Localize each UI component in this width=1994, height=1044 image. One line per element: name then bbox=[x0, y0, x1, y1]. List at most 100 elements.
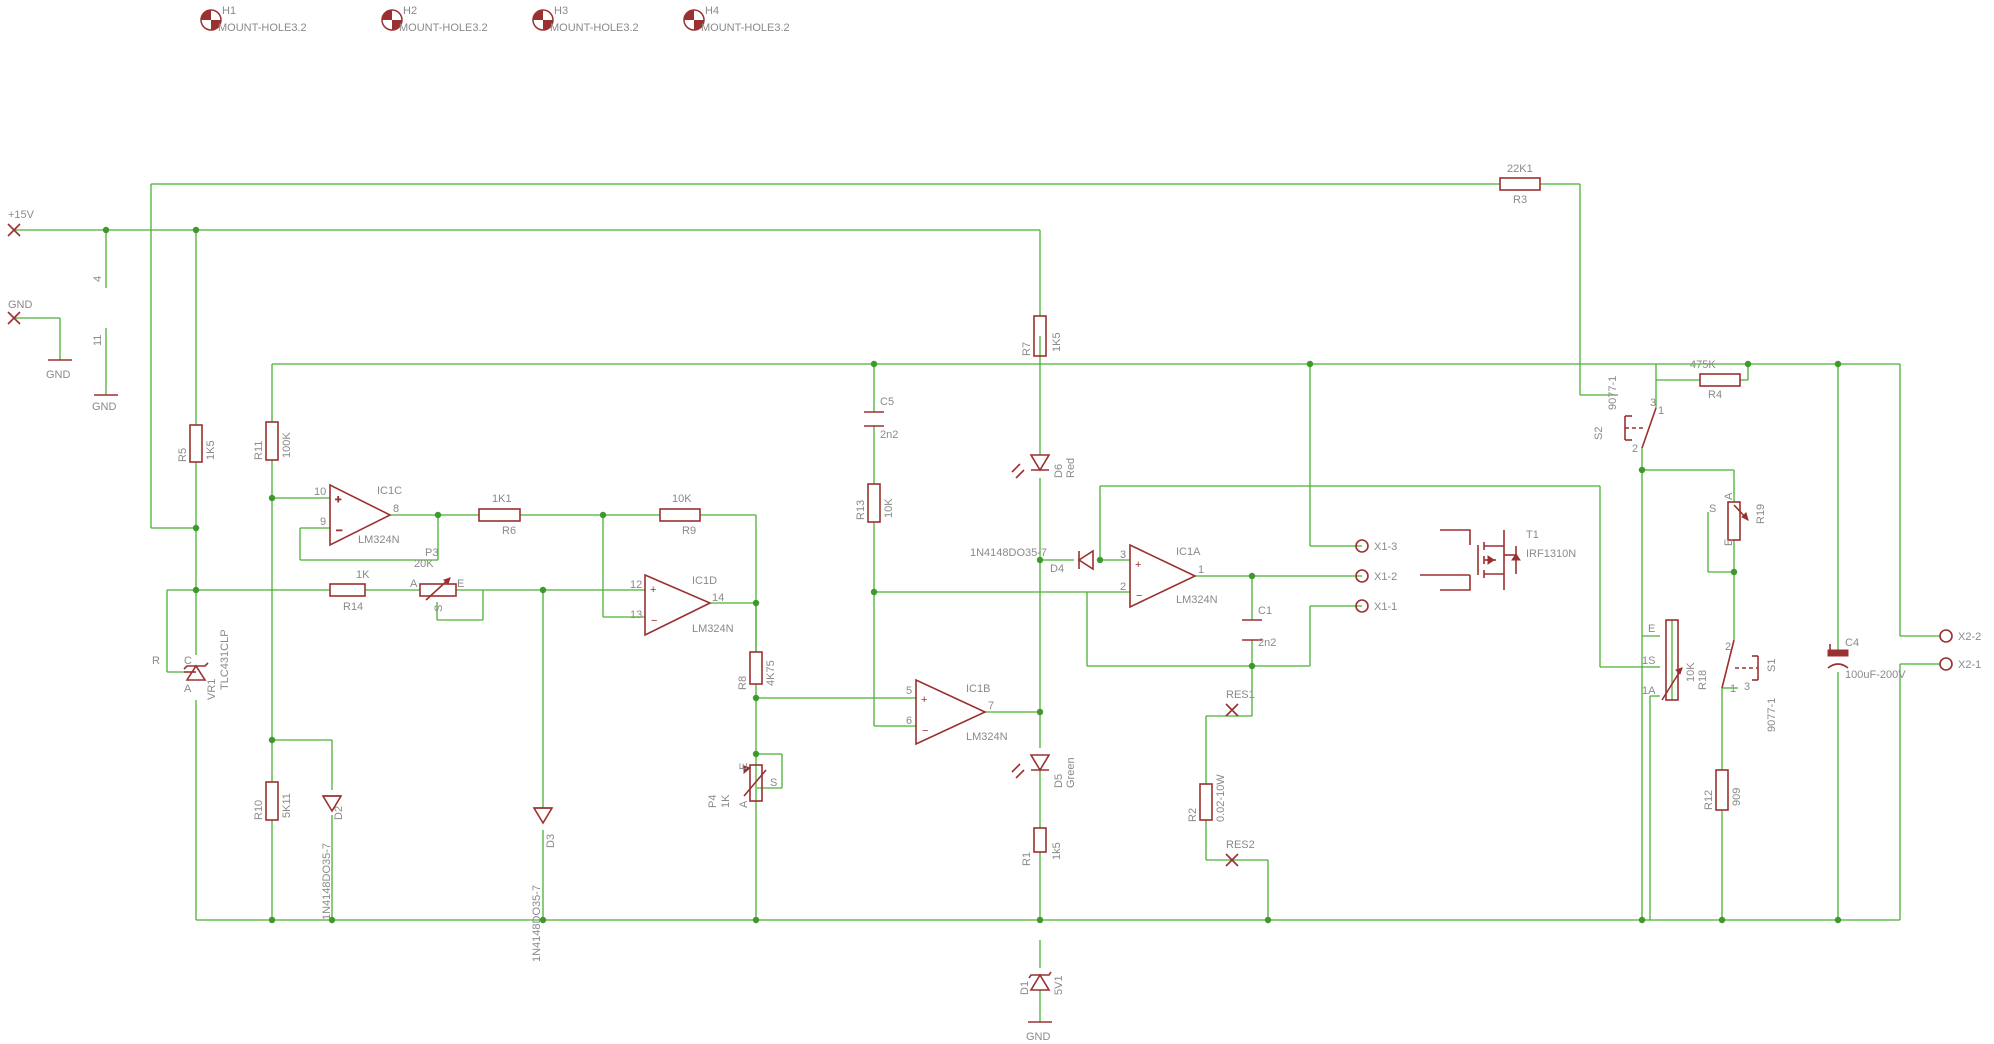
d5-ref: D5 bbox=[1053, 774, 1065, 788]
ic1b-pin-out: 7 bbox=[988, 700, 994, 712]
d1-gnd-label: GND bbox=[1026, 1031, 1051, 1043]
h3-ref: H3 bbox=[554, 5, 568, 17]
r11-value: 100K bbox=[281, 432, 293, 458]
r10-value: 5K11 bbox=[281, 793, 293, 818]
r11-ref: R11 bbox=[253, 441, 265, 460]
r18-pin-e: E bbox=[1648, 623, 1655, 635]
t1-value: IRF1310N bbox=[1526, 548, 1576, 560]
ic1d-ref: IC1D bbox=[692, 575, 717, 587]
supply-pins: 4 11 GND bbox=[92, 276, 118, 413]
ic1b-pin-plus: 5 bbox=[906, 685, 912, 697]
switch-s2: S2 9077-1 3 1 2 bbox=[1593, 376, 1664, 455]
t1-ref: T1 bbox=[1526, 529, 1539, 541]
opamp-ic1b: + − 5 6 7 IC1B LM324N bbox=[906, 678, 1008, 746]
supply-15v: +15V bbox=[7, 209, 35, 237]
capacitor-c5: C5 2n2 bbox=[864, 396, 898, 441]
r8-ref: R8 bbox=[737, 676, 749, 690]
potentiometer-r19: R19 A E S bbox=[1709, 492, 1767, 546]
p3-ref: P3 bbox=[425, 547, 438, 559]
x2-2-label: X2-2 bbox=[1958, 631, 1981, 643]
r7-ref: R7 bbox=[1021, 342, 1033, 356]
s2-pin-3: 3 bbox=[1650, 397, 1656, 409]
h1-ref: H1 bbox=[222, 5, 236, 17]
c5-value: 2n2 bbox=[880, 429, 898, 441]
pin-4-label: 4 bbox=[92, 276, 104, 282]
connector-x1-1: X1-1 bbox=[1355, 599, 1397, 613]
potentiometer-r18: 10K R18 E 1S 1A bbox=[1642, 619, 1709, 701]
vr1-pin-r: R bbox=[152, 655, 160, 667]
c4-ref: C4 bbox=[1845, 637, 1859, 649]
r4-value: 475K bbox=[1690, 359, 1716, 371]
r19-pin-e: E bbox=[1723, 539, 1735, 546]
s1-pin-2: 2 bbox=[1725, 641, 1731, 653]
x1-2-label: X1-2 bbox=[1374, 571, 1397, 583]
s2-pin-1: 1 bbox=[1658, 405, 1664, 417]
diode-d4: 1N4148DO35-7 D4 bbox=[970, 547, 1094, 575]
r18-pin-1a: 1A bbox=[1642, 685, 1656, 697]
r13-value: 10K bbox=[883, 498, 895, 518]
p4-pin-s: S bbox=[770, 777, 777, 789]
svg-text:−: − bbox=[1136, 590, 1142, 602]
resistor-r8: R8 4K75 bbox=[737, 651, 777, 690]
ic1d-pin-plus: 12 bbox=[630, 579, 642, 591]
mount-hole-h4: H4 MOUNT-HOLE3.2 bbox=[683, 5, 790, 34]
p4-pin-e: E bbox=[738, 763, 750, 770]
ic1d-pin-out: 14 bbox=[712, 592, 724, 604]
r18-ref: R18 bbox=[1697, 670, 1709, 690]
r1-value: 1k5 bbox=[1051, 842, 1063, 860]
p3-pin-s: S bbox=[433, 605, 445, 612]
ic1d-value: LM324N bbox=[692, 623, 734, 635]
ic1a-pin-plus: 3 bbox=[1120, 549, 1126, 561]
resistor-r3: 22K1 R3 bbox=[1499, 163, 1541, 206]
ic1a-pin-minus: 2 bbox=[1120, 581, 1126, 593]
vr1-ref: VR1 bbox=[206, 679, 218, 700]
resistor-r14: 1K R14 bbox=[329, 569, 370, 613]
r5-ref: R5 bbox=[177, 448, 189, 462]
d6-value: Red bbox=[1065, 458, 1077, 478]
junctions bbox=[102, 226, 1842, 924]
ic1d-pin-minus: 13 bbox=[630, 609, 642, 621]
ic1c-pin-minus: 9 bbox=[320, 516, 326, 528]
r19-pin-a: A bbox=[1723, 492, 1735, 500]
diode-d6: D6 Red bbox=[1011, 454, 1077, 479]
ic1b-pin-minus: 6 bbox=[906, 715, 912, 727]
s2-pin-2: 2 bbox=[1632, 443, 1638, 455]
s1-value: 9077-1 bbox=[1766, 698, 1778, 732]
svg-text:+: + bbox=[335, 494, 341, 506]
mount-hole-h2: H2 MOUNT-HOLE3.2 bbox=[381, 5, 488, 34]
r3-ref: R3 bbox=[1513, 194, 1527, 206]
h2-ref: H2 bbox=[403, 5, 417, 17]
ic1c-pin-plus: 10 bbox=[314, 486, 326, 498]
r8-value: 4K75 bbox=[765, 660, 777, 686]
p3-pin-a: A bbox=[410, 578, 418, 590]
ic1b-value: LM324N bbox=[966, 731, 1008, 743]
x1-1-label: X1-1 bbox=[1374, 601, 1397, 613]
pad-res1: RES1 bbox=[1225, 689, 1255, 717]
gnd-symbol-label: GND bbox=[46, 369, 71, 381]
res1-label: RES1 bbox=[1226, 689, 1255, 701]
ic1b-ref: IC1B bbox=[966, 683, 990, 695]
connector-x2-2: X2-2 bbox=[1939, 629, 1981, 643]
resistor-r11: R11 100K bbox=[253, 421, 293, 461]
d2-value: 1N4148DO35-7 bbox=[321, 843, 333, 920]
p3-value: 20K bbox=[414, 558, 434, 570]
shunt-regulator-vr1: R A C VR1 TLC431CLP bbox=[152, 629, 231, 700]
capacitor-c1: C1 2n2 bbox=[1242, 605, 1276, 649]
resistor-r12: R12 909 bbox=[1703, 769, 1743, 811]
opamp-ic1a: + − 3 2 1 IC1A LM324N bbox=[1120, 543, 1218, 609]
connector-x1-3: X1-3 bbox=[1355, 539, 1397, 553]
svg-text:+: + bbox=[650, 584, 656, 596]
pad-res2: RES2 bbox=[1225, 839, 1255, 867]
h4-ref: H4 bbox=[705, 5, 719, 17]
h4-value: MOUNT-HOLE3.2 bbox=[701, 22, 790, 34]
r3-value: 22K1 bbox=[1507, 163, 1533, 175]
r18-value: 10K bbox=[1685, 662, 1697, 682]
mount-hole-h3: H3 MOUNT-HOLE3.2 bbox=[532, 5, 639, 34]
x1-3-label: X1-3 bbox=[1374, 541, 1397, 553]
supply-gnd-input: GND GND bbox=[7, 299, 72, 381]
d2-ref: D2 bbox=[333, 806, 345, 820]
wires bbox=[14, 183, 1940, 1022]
vplus-label: +15V bbox=[8, 209, 35, 221]
d6-ref: D6 bbox=[1053, 464, 1065, 478]
